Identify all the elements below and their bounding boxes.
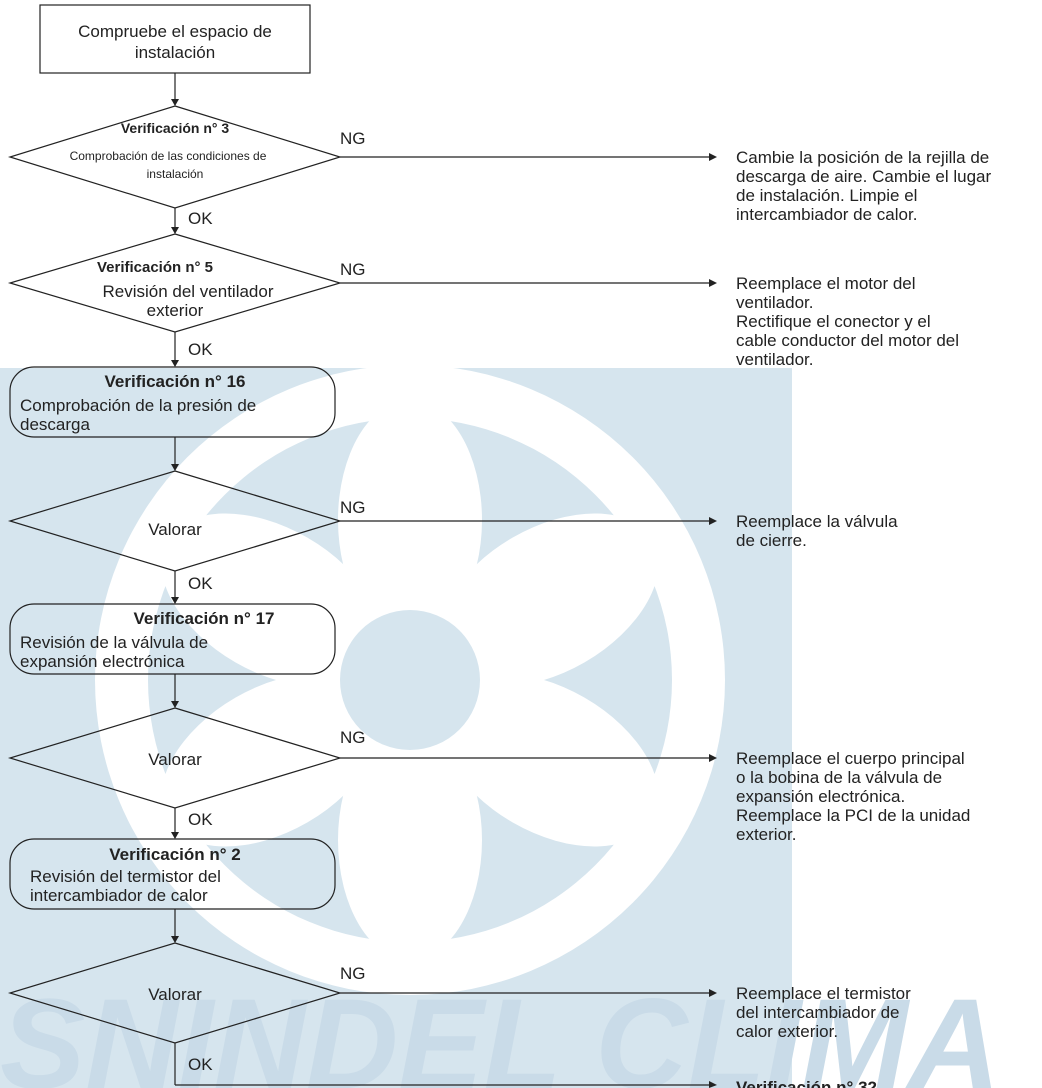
arrowhead bbox=[709, 989, 717, 997]
check-16-line1: Comprobación de la presión de bbox=[20, 396, 256, 415]
ok-label: OK bbox=[188, 810, 213, 829]
arrowhead bbox=[709, 754, 717, 762]
check-5-line1: Revisión del ventilador bbox=[102, 282, 273, 301]
start-box-line1: Compruebe el espacio de bbox=[78, 22, 272, 41]
action-line: ventilador. bbox=[736, 293, 814, 312]
action-line: expansión electrónica. bbox=[736, 787, 905, 806]
arrowhead bbox=[709, 153, 717, 161]
check-16-title: Verificación n° 16 bbox=[105, 372, 246, 391]
ng-label: NG bbox=[340, 964, 366, 983]
action-line: Reemplace la PCI de la unidad bbox=[736, 806, 970, 825]
action-line: cable conductor del motor del bbox=[736, 331, 959, 350]
arrowhead bbox=[171, 832, 179, 839]
check-17-title: Verificación n° 17 bbox=[134, 609, 275, 628]
ng-label: NG bbox=[340, 498, 366, 517]
decision-label: Valorar bbox=[148, 520, 202, 539]
ng-label: NG bbox=[340, 728, 366, 747]
start-box-line2: instalación bbox=[135, 43, 215, 62]
ok-label: OK bbox=[188, 1055, 213, 1074]
watermark-text: SNINDEL CLIMA bbox=[0, 973, 1000, 1088]
action-line: intercambiador de calor. bbox=[736, 205, 917, 224]
arrowhead bbox=[171, 227, 179, 234]
decision-label: Valorar bbox=[148, 750, 202, 769]
action-line: descarga de aire. Cambie el lugar bbox=[736, 167, 991, 186]
action-line: Reemplace la válvula bbox=[736, 512, 898, 531]
action-line: Reemplace el motor del bbox=[736, 274, 916, 293]
check-17-line1: Revisión de la válvula de bbox=[20, 633, 208, 652]
arrowhead bbox=[709, 279, 717, 287]
ng-label: NG bbox=[340, 129, 366, 148]
check-2-line2: intercambiador de calor bbox=[30, 886, 208, 905]
arrowhead bbox=[709, 517, 717, 525]
check-5-title: Verificación n° 5 bbox=[97, 259, 213, 276]
ok-label: OK bbox=[188, 340, 213, 359]
arrowhead bbox=[171, 936, 179, 943]
arrowhead bbox=[171, 464, 179, 471]
check-5-line2: exterior bbox=[147, 301, 204, 320]
action-line: Rectifique el conector y el bbox=[736, 312, 931, 331]
action-line: Reemplace el termistor bbox=[736, 984, 911, 1003]
process-check-2 bbox=[9, 838, 336, 910]
arrowhead bbox=[171, 360, 179, 367]
arrowhead bbox=[709, 1081, 717, 1088]
action-line: exterior. bbox=[736, 825, 796, 844]
arrowhead bbox=[171, 701, 179, 708]
arrowhead bbox=[171, 597, 179, 604]
ok-label: OK bbox=[188, 574, 213, 593]
action-line: Reemplace el cuerpo principal bbox=[736, 749, 965, 768]
check-3-line1: Comprobación de las condiciones de bbox=[70, 149, 267, 163]
check-3-line2: instalación bbox=[147, 167, 204, 181]
ng-label: NG bbox=[340, 260, 366, 279]
arrowhead bbox=[171, 99, 179, 106]
action-line: o la bobina de la válvula de bbox=[736, 768, 942, 787]
check-2-title: Verificación n° 2 bbox=[109, 845, 241, 864]
next-check-label: Verificación n° 32 bbox=[736, 1078, 877, 1088]
check-17-line2: expansión electrónica bbox=[20, 652, 185, 671]
action-line: de cierre. bbox=[736, 531, 807, 550]
action-line: del intercambiador de bbox=[736, 1003, 899, 1022]
process-check-16 bbox=[9, 366, 336, 438]
ok-label: OK bbox=[188, 209, 213, 228]
check-3-title: Verificación n° 3 bbox=[121, 120, 230, 136]
decision-label: Valorar bbox=[148, 985, 202, 1004]
watermark-logo bbox=[0, 365, 792, 1088]
action-line: calor exterior. bbox=[736, 1022, 838, 1041]
action-line: Cambie la posición de la rejilla de bbox=[736, 148, 989, 167]
action-line: ventilador. bbox=[736, 350, 814, 369]
process-check-17 bbox=[9, 603, 336, 675]
check-16-line2: descarga bbox=[20, 415, 90, 434]
action-line: de instalación. Limpie el bbox=[736, 186, 917, 205]
check-2-line1: Revisión del termistor del bbox=[30, 867, 221, 886]
